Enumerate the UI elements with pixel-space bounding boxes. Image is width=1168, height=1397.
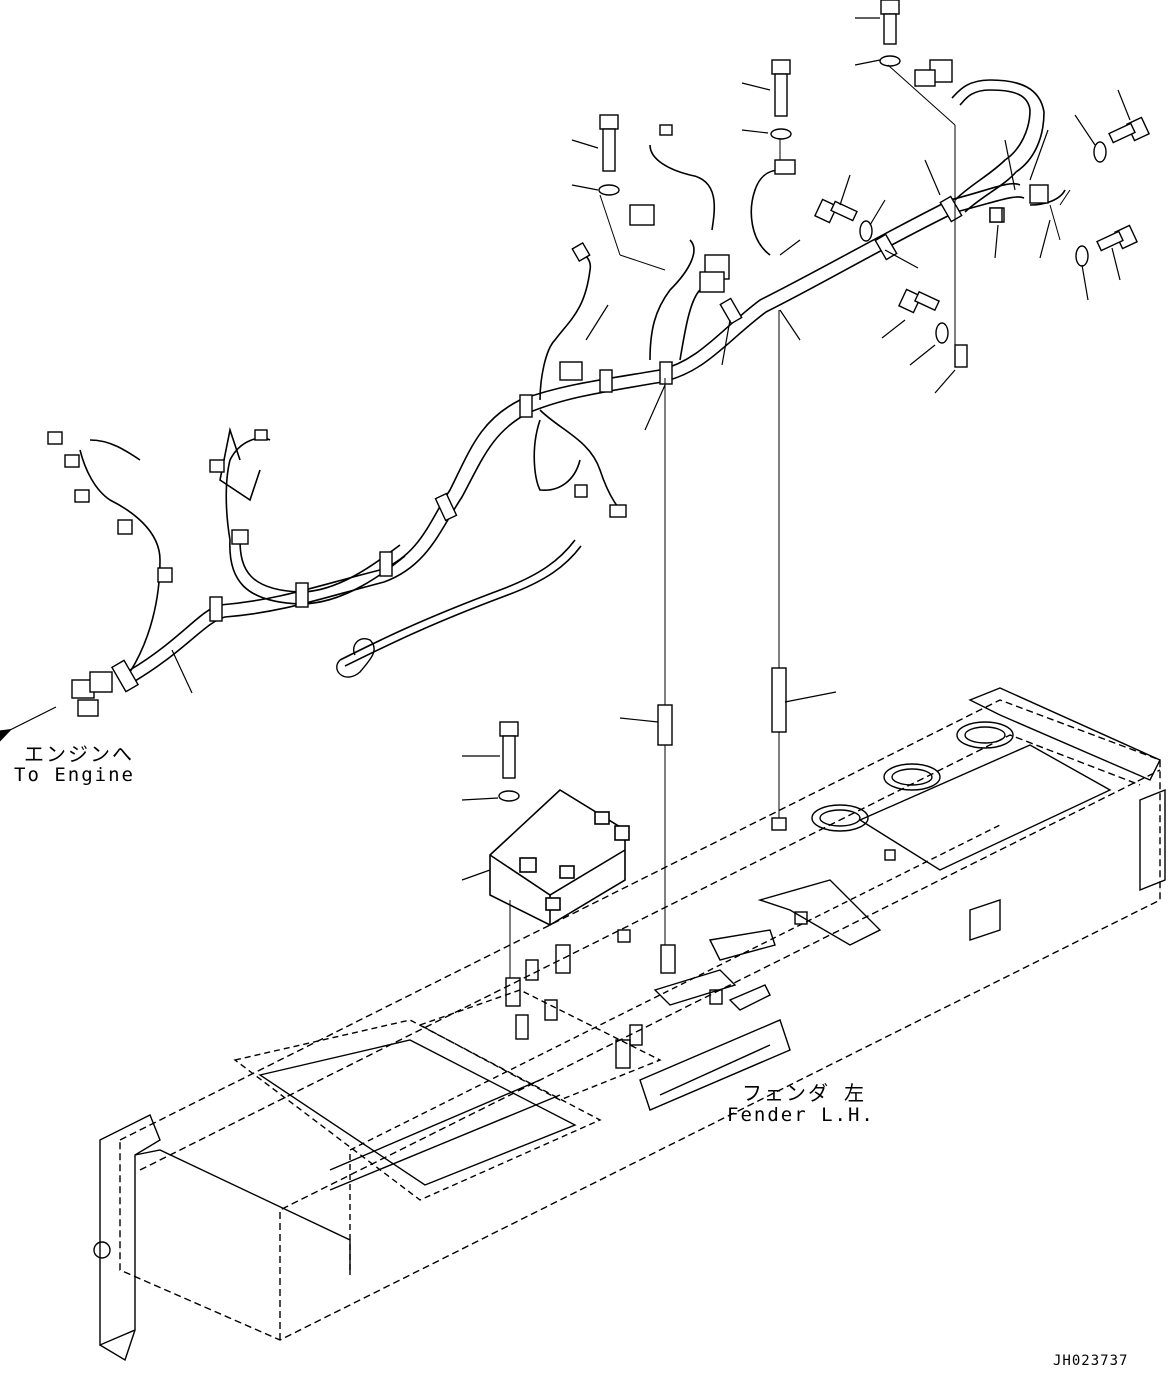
fender-frame — [93, 687, 1166, 1362]
harness-clamps — [110, 195, 963, 693]
small-plug-cable — [336, 638, 375, 678]
engine-label-en: To Engine — [14, 764, 135, 786]
bolts-and-washers — [498, 0, 1150, 802]
leader-lines — [0, 17, 1131, 881]
fender-label-jp: フェンダ 左 — [742, 1081, 867, 1105]
connectors — [47, 59, 1049, 717]
battery-box — [489, 788, 630, 926]
engine-label-jp: エンジンへ — [24, 742, 134, 766]
fender-label-en: Fender L.H. — [727, 1104, 875, 1126]
assembly-guide-lines — [509, 64, 1071, 978]
wire-harness — [79, 79, 1066, 685]
drawing-code: JH023737 — [1053, 1353, 1129, 1369]
